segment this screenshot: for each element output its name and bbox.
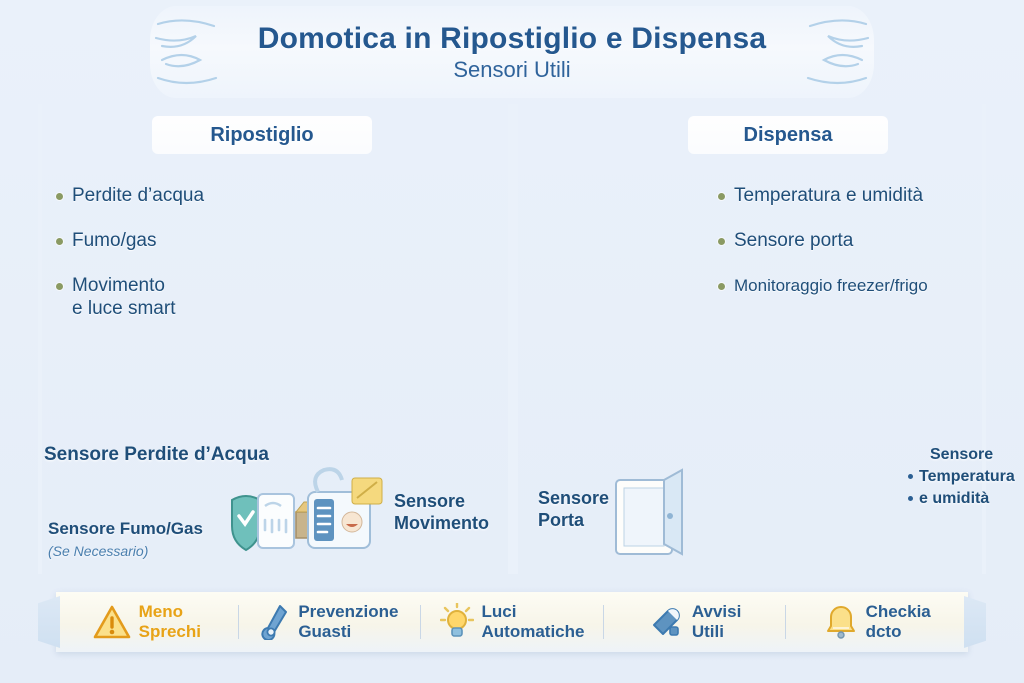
footer-benefits-bar: Meno Sprechi Prevenzione Guasti Luci Aut…	[56, 592, 968, 652]
bullet-label: Sensore porta	[734, 230, 854, 251]
footer-divider	[420, 605, 422, 639]
panel-header-ripostiglio: Ripostiglio	[152, 116, 372, 154]
wrench-icon	[261, 605, 288, 640]
list-item: Temperatura e umidità	[718, 184, 978, 207]
bullet-dot-icon	[718, 283, 725, 290]
panel-header-dispensa: Dispensa	[688, 116, 888, 154]
caption-door-sensor: Sensore Porta	[538, 487, 609, 531]
bullet-label: Monitoraggio freezer/frigo	[734, 276, 928, 295]
footer-item-luci-automatiche[interactable]: Luci Automatiche	[421, 592, 603, 652]
page-subtitle: Sensori Utili	[453, 56, 571, 82]
bullet-label: Temperatura e umidità	[734, 185, 924, 206]
footer-item-meno-sprechi[interactable]: Meno Sprechi	[56, 592, 238, 652]
footer-label: Luci Automatiche	[481, 602, 585, 641]
footer-divider	[237, 605, 239, 639]
caption-motion-line2: Movimento	[394, 513, 490, 533]
caption-temp-line2-wrap: Temperatura	[908, 466, 1015, 488]
warning-triangle-icon	[93, 605, 130, 639]
footer-divider	[785, 605, 787, 639]
caption-temperature-sensor: Sensore Temperatura e umidità	[908, 444, 1015, 510]
list-item: Perdite d’acqua	[56, 184, 266, 207]
swirl-decoration-left	[154, 19, 218, 85]
list-item: Fumo/gas	[56, 229, 266, 252]
footer-item-avvisi-utili[interactable]: Avvisi Utili	[604, 592, 786, 652]
caption-smoke-sensor: Sensore Fumo/Gas (Se Necessario)	[48, 518, 203, 562]
panel-dispensa: Dispensa Temperatura e umidità Sensore p…	[516, 104, 984, 574]
footer-label: Checkia dcto	[865, 602, 931, 641]
footer-label: Prevenzione Guasti	[298, 602, 399, 641]
list-item: Movimento e luce smart	[56, 274, 266, 320]
title-banner: Domotica in Ripostiglio e Dispensa Senso…	[150, 6, 874, 98]
list-item: Sensore porta	[718, 229, 978, 252]
footer-label: Avvisi Utili	[691, 602, 742, 641]
caption-smoke-sub: (Se Necessario)	[48, 543, 149, 559]
bullet-dot-icon	[718, 193, 725, 200]
bell-icon	[826, 606, 855, 639]
caption-temp-line2: Temperatura	[919, 468, 1015, 485]
bullet-label: Perdite d’acqua	[72, 185, 205, 206]
bullet-dot-icon	[56, 283, 63, 290]
caption-door-line1: Sensore	[538, 488, 610, 508]
caption-temp-line3-wrap: e umidità	[908, 488, 1015, 510]
panel-title-ripostiglio: Ripostiglio	[210, 123, 314, 146]
page-title: Domotica in Ripostiglio e Dispensa	[257, 21, 767, 55]
footer-item-checklist[interactable]: Checkia dcto	[786, 592, 968, 652]
bullet-dot-icon	[56, 193, 63, 200]
bullet-dot-icon	[908, 474, 913, 480]
footer-item-prevenzione-guasti[interactable]: Prevenzione Guasti	[239, 592, 421, 652]
panel-title-dispensa: Dispensa	[743, 123, 833, 146]
caption-temp-line1: Sensore	[930, 446, 994, 463]
bullet-list-dispensa: Temperatura e umidità Sensore porta Moni…	[718, 184, 978, 319]
swirl-decoration-right	[806, 19, 870, 85]
caption-smoke-main: Sensore Fumo/Gas	[48, 519, 203, 538]
panel-ripostiglio: Ripostiglio Perdite d’acqua Fumo/gas Mov…	[40, 104, 510, 574]
bullet-label: Movimento e luce smart	[72, 275, 176, 319]
bullet-list-ripostiglio: Perdite d’acqua Fumo/gas Movimento e luc…	[56, 184, 266, 342]
bullet-dot-icon	[908, 496, 913, 502]
bullet-dot-icon	[56, 238, 63, 245]
list-item: Monitoraggio freezer/frigo	[718, 274, 978, 297]
caption-water-sensor: Sensore Perdite d’Acqua	[44, 444, 269, 465]
bullet-dot-icon	[718, 238, 725, 245]
caption-door-line2: Porta	[538, 510, 585, 530]
footer-divider	[602, 605, 604, 639]
footer-label: Meno Sprechi	[138, 602, 201, 641]
tag-icon	[652, 608, 680, 636]
caption-temp-line3: e umidità	[919, 490, 990, 507]
caption-motion-line1: Sensore	[394, 491, 466, 511]
lightbulb-icon	[439, 603, 474, 637]
caption-motion-sensor: Sensore Movimento	[394, 490, 489, 534]
bullet-label: Fumo/gas	[72, 230, 157, 251]
